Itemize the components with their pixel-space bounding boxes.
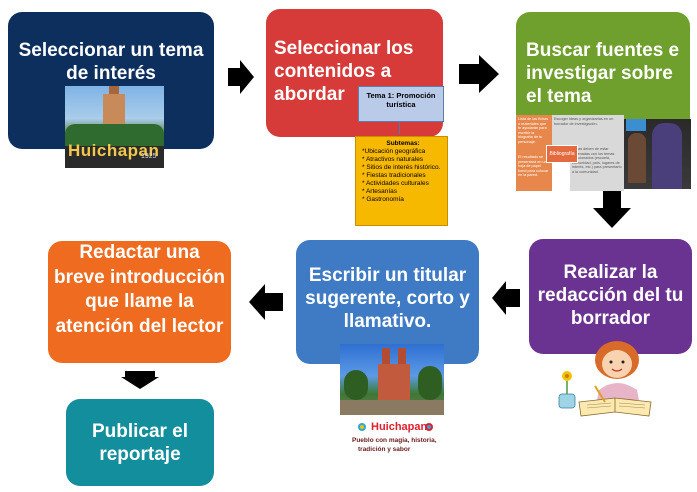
concept-map-connector xyxy=(399,122,400,134)
concept-map-topic: Tema 1: Promoción turística xyxy=(358,86,444,122)
step-3-label: Buscar fuentes e investigar sobre el tem… xyxy=(526,40,680,107)
arrow-down-icon xyxy=(121,371,159,389)
huichapan-photo: Huichapan 1925 xyxy=(65,86,164,168)
subtopic-item: * Atractivos naturales xyxy=(362,156,424,163)
arrow-down-icon xyxy=(593,190,631,228)
arrow-left-icon xyxy=(249,284,283,320)
subtopic-item: * Fiestas tradicionales xyxy=(362,172,426,179)
research-chart: Lista de las fichas o materiales que te … xyxy=(516,115,624,191)
subtopic-item: * Actividades culturales xyxy=(362,180,429,187)
step-5-label: Escribir un titular sugerente, corto y l… xyxy=(305,265,470,332)
concept-map-subtopics: Subtemas: *Ubicación geográfica * Atract… xyxy=(355,136,448,226)
huichapan-logo-text: Huichapan xyxy=(68,141,160,160)
research-center-label: Bibliografía xyxy=(546,145,578,163)
research-cell: Todas deben de estar ordenadas con los t… xyxy=(570,145,624,191)
pinwheel-logo-icon xyxy=(358,423,433,431)
research-cell: Escoger ideas y organizarlas en un borra… xyxy=(552,115,624,145)
step-4-draft: Realizar la redacción del tu borrador xyxy=(529,239,692,354)
arrow-right-icon xyxy=(459,55,499,93)
researchers-photo xyxy=(624,119,691,189)
step-1-label: Seleccionar un tema de interés xyxy=(18,40,204,84)
arrow-left-icon xyxy=(492,281,520,315)
subtopic-item: * Sitios de interés histórico. xyxy=(362,164,441,171)
arrow-right-icon xyxy=(228,60,254,94)
step-7-label: Publicar el reportaje xyxy=(91,421,189,465)
step-5-headline: Escribir un titular sugerente, corto y l… xyxy=(296,240,479,364)
subtopic-item: * Gastronomía xyxy=(362,196,404,203)
step-7-publish: Publicar el reportaje xyxy=(66,399,214,486)
subtopic-item: *Ubicación geográfica xyxy=(362,148,426,155)
huichapan-brand-name: Huichapan xyxy=(371,421,428,433)
concept-map: Tema 1: Promoción turística Subtemas: *U… xyxy=(355,86,450,226)
girl-writing-illustration xyxy=(558,341,652,417)
church-photo xyxy=(340,344,444,415)
step-6-introduction: Redactar una breve introducción que llam… xyxy=(48,241,231,363)
huichapan-slogan: Pueblo con magia, historia, xyxy=(352,437,437,444)
huichapan-slogan: tradición y sabor xyxy=(358,446,411,453)
step-6-label: Redactar una breve introducción que llam… xyxy=(53,242,226,337)
huichapan-year: 1925 xyxy=(141,153,157,160)
subtopics-title: Subtemas: xyxy=(386,140,420,147)
step-2-label: Seleccionar los contenidos a abordar xyxy=(274,38,414,105)
step-4-label: Realizar la redacción del tu borrador xyxy=(537,262,684,329)
subtopic-item: * Artesanías xyxy=(362,188,398,195)
